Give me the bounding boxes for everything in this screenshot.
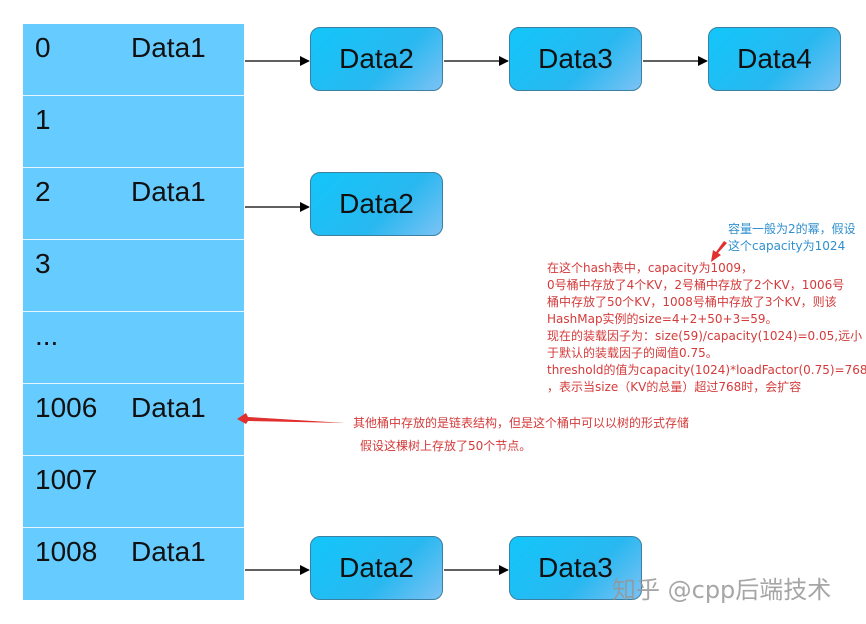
bucket-value: Data1	[131, 32, 206, 63]
bucket-row: 2 Data1	[23, 168, 244, 240]
watermark: 知乎 @cpp后端技术	[612, 576, 832, 604]
note-line: 容量一般为2的幂，假设	[728, 222, 856, 236]
bucket-index: 2	[35, 176, 51, 207]
tree-note-line-2: 假设这棵树上存放了50个节点。	[360, 439, 532, 453]
red-arrow	[237, 413, 345, 424]
bucket-row: 1006 Data1	[23, 384, 244, 456]
bucket-value: Data1	[131, 536, 206, 567]
capacity-note: 容量一般为2的幂，假设 这个capacity为1024	[728, 221, 856, 255]
bucket-row: 1007	[23, 456, 244, 528]
bucket-row: 1	[23, 96, 244, 168]
note-line: 这个capacity为1024	[728, 239, 846, 253]
bucket-index: 1008	[35, 536, 98, 567]
explanation-note: 在这个hash表中，capacity为1009， 0号桶中存放了4个KV，2号桶…	[547, 260, 866, 396]
bucket-row: 3	[23, 240, 244, 312]
chain-node: Data2	[310, 536, 443, 600]
chain-node: Data3	[509, 536, 642, 600]
note-line: ，表示当size（KV的总量）超过768时，会扩容	[547, 380, 802, 394]
red-arrow	[711, 241, 727, 262]
bucket-value: Data1	[131, 176, 206, 207]
bucket-value: Data1	[131, 392, 206, 423]
note-line: 桶中存放了50个KV，1008号桶中存放了3个KV，则该	[547, 295, 837, 309]
chain-node: Data2	[310, 27, 443, 91]
tree-note-line-1: 其他桶中存放的是链表结构，但是这个桶中可以以树的形式存储	[353, 416, 690, 430]
bucket-index: 1	[35, 104, 51, 135]
bucket-index: 1007	[35, 464, 98, 495]
bucket-index: ...	[35, 320, 59, 351]
chain-node: Data4	[708, 27, 841, 91]
bucket-index: 3	[35, 248, 51, 279]
note-line: 于默认的装载因子的阈值0.75。	[547, 346, 718, 360]
note-line: threshold的值为capacity(1024)*loadFactor(0.…	[547, 363, 866, 377]
note-line: 在这个hash表中，capacity为1009，	[547, 261, 754, 275]
bucket-index: 1006	[35, 392, 98, 423]
chain-node: Data2	[310, 172, 443, 236]
note-line: 0号桶中存放了4个KV，2号桶中存放了2个KV，1006号	[547, 278, 845, 292]
bucket-row: 1008 Data1	[23, 528, 244, 600]
bucket-row: 0 Data1	[23, 24, 244, 96]
note-line: 现在的装载因子为：size(59)/capacity(1024)=0.05,远小	[547, 329, 863, 343]
chain-node: Data3	[509, 27, 642, 91]
note-line: HashMap实例的size=4+2+50+3=59。	[547, 312, 778, 326]
bucket-row: ...	[23, 312, 244, 384]
bucket-index: 0	[35, 32, 51, 63]
